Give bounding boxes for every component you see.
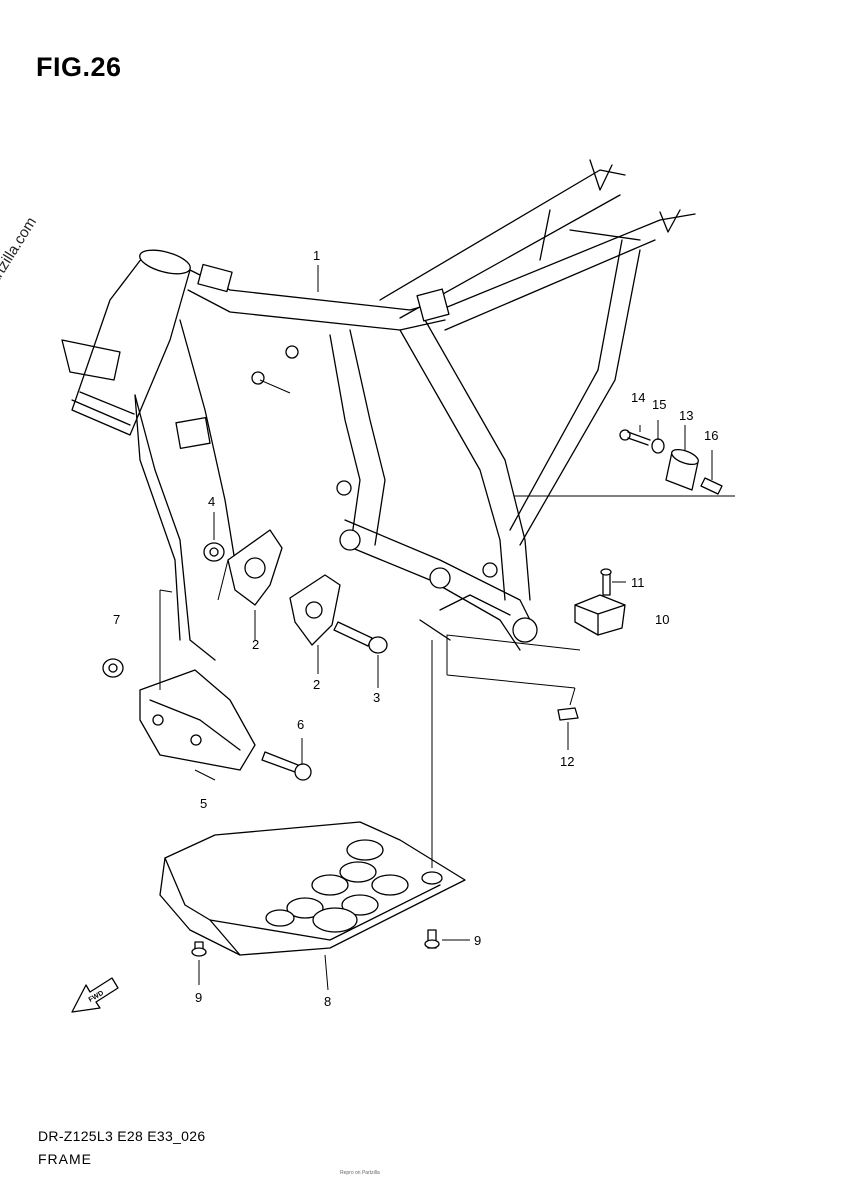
callout-14: 14 [631, 390, 646, 405]
callout-5: 5 [200, 796, 208, 811]
callout-9a: 9 [195, 990, 203, 1005]
callout-16: 16 [704, 428, 719, 443]
callout-3: 3 [373, 690, 381, 705]
figure-title: FIG.26 [36, 52, 122, 82]
part-16-pin[interactable] [700, 477, 723, 495]
callout-9b: 9 [474, 933, 482, 948]
part-9-bolt-left[interactable] [191, 941, 207, 957]
part-14-bolt[interactable] [619, 429, 651, 446]
section-name: FRAME [38, 1151, 92, 1167]
callout-2a: 2 [252, 637, 260, 652]
callout-8: 8 [324, 994, 332, 1009]
part-2-bracket-right[interactable] [289, 574, 341, 646]
part-12-clip[interactable] [557, 707, 579, 721]
callout-15: 15 [652, 397, 667, 412]
callout-7: 7 [113, 612, 121, 627]
part-5-bracket[interactable] [139, 669, 256, 771]
callout-6: 6 [297, 717, 305, 732]
part-8-skid-plate[interactable] [159, 821, 466, 956]
callout-12: 12 [560, 754, 575, 769]
part-6-bolt[interactable] [261, 751, 312, 781]
forward-arrow-icon: FWD [71, 977, 119, 1013]
callout-10: 10 [655, 612, 670, 627]
part-7-nut[interactable] [102, 658, 124, 678]
part-9-bolt-right[interactable] [424, 929, 440, 949]
part-4-nut[interactable] [203, 542, 225, 562]
callout-11: 11 [631, 575, 645, 590]
footer-note: Repro on Partzilla [340, 1170, 380, 1176]
part-13-collar[interactable] [665, 447, 700, 491]
callout-13: 13 [679, 408, 694, 423]
callout-4: 4 [208, 494, 216, 509]
callout-1: 1 [313, 248, 321, 263]
callout-2b: 2 [313, 677, 321, 692]
model-code: DR-Z125L3 E28 E33_026 [38, 1128, 206, 1144]
part-2-bracket-left[interactable] [227, 529, 283, 606]
main-frame-part[interactable] [61, 159, 696, 661]
part-15-washer[interactable] [651, 438, 665, 454]
part-11-screw[interactable] [600, 568, 612, 596]
part-10-damper[interactable] [574, 594, 626, 636]
leader-lines [159, 265, 735, 991]
part-3-bolt[interactable] [333, 621, 388, 654]
